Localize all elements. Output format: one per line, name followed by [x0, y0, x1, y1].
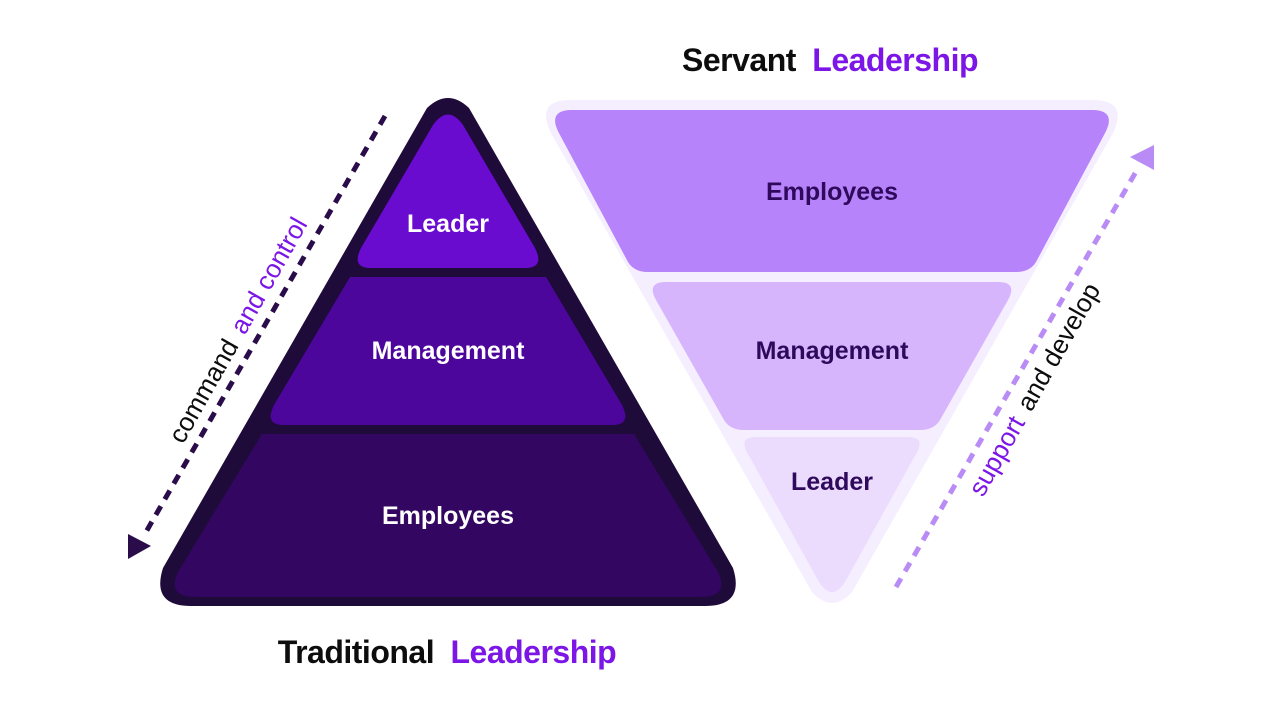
support-arrow-line: [893, 168, 1140, 589]
traditional-label-leader: Leader: [407, 210, 489, 238]
command-arrow-line: [143, 114, 388, 534]
traditional-tier-management: [270, 277, 626, 425]
servant-label-management: Management: [756, 337, 909, 365]
traditional-tier-employees: [174, 434, 722, 597]
servant-label-employees: Employees: [766, 178, 898, 206]
servant-tier-management: [652, 282, 1012, 430]
traditional-label-employees: Employees: [382, 502, 514, 530]
servant-title-accent: Leadership: [812, 42, 978, 78]
traditional-pyramid: Leader Management Employees: [160, 98, 736, 606]
servant-tier-leader: [744, 437, 920, 592]
traditional-title: Traditional Leadership: [278, 634, 616, 670]
servant-title: Servant Leadership: [682, 42, 978, 78]
traditional-title-word: Traditional: [278, 634, 434, 670]
servant-label-leader: Leader: [791, 468, 873, 496]
servant-tier-employees: [555, 110, 1109, 272]
traditional-label-management: Management: [372, 337, 525, 365]
and-develop-words: and develop: [1010, 278, 1106, 416]
traditional-title-accent: Leadership: [450, 634, 616, 670]
servant-title-word: Servant: [682, 42, 797, 78]
command-arrowhead-icon: [128, 534, 151, 559]
servant-pyramid: Employees Management Leader: [546, 100, 1118, 603]
support-arrowhead-icon: [1130, 145, 1154, 170]
traditional-tier-leader: [357, 114, 539, 268]
